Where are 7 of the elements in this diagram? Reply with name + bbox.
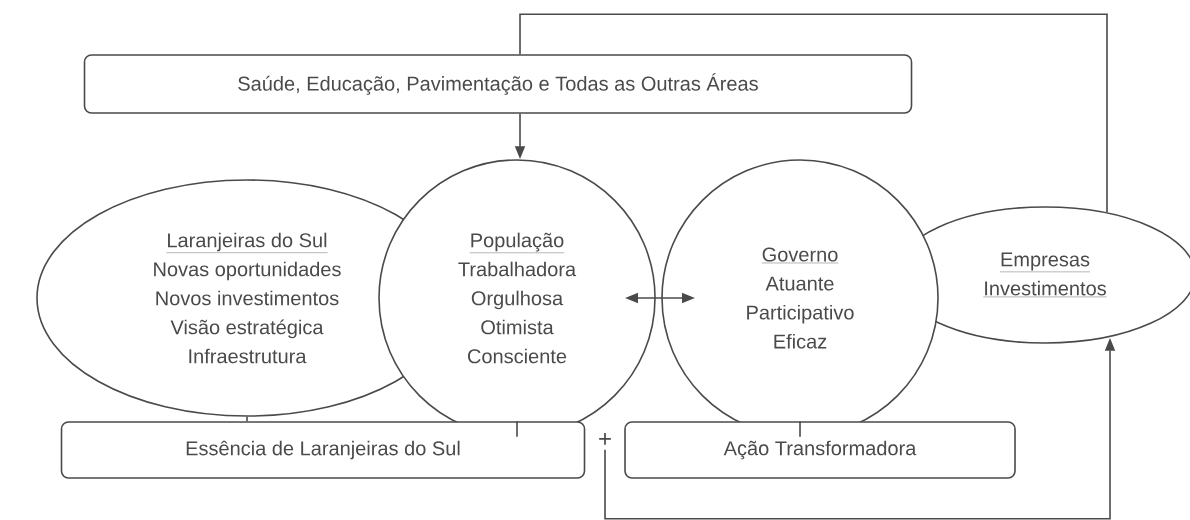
connector-line [246,416,248,422]
connector-line [519,13,1108,213]
connector-line [799,420,801,438]
rounded-box: Ação Transformadora [624,421,1016,479]
rounded-box: Saúde, Educação, Pavimentação e Todas as Outras Áreas [83,54,913,114]
rounded-box: Essência de Laranjeiras do Sul [60,421,586,479]
connector-line [516,420,518,438]
